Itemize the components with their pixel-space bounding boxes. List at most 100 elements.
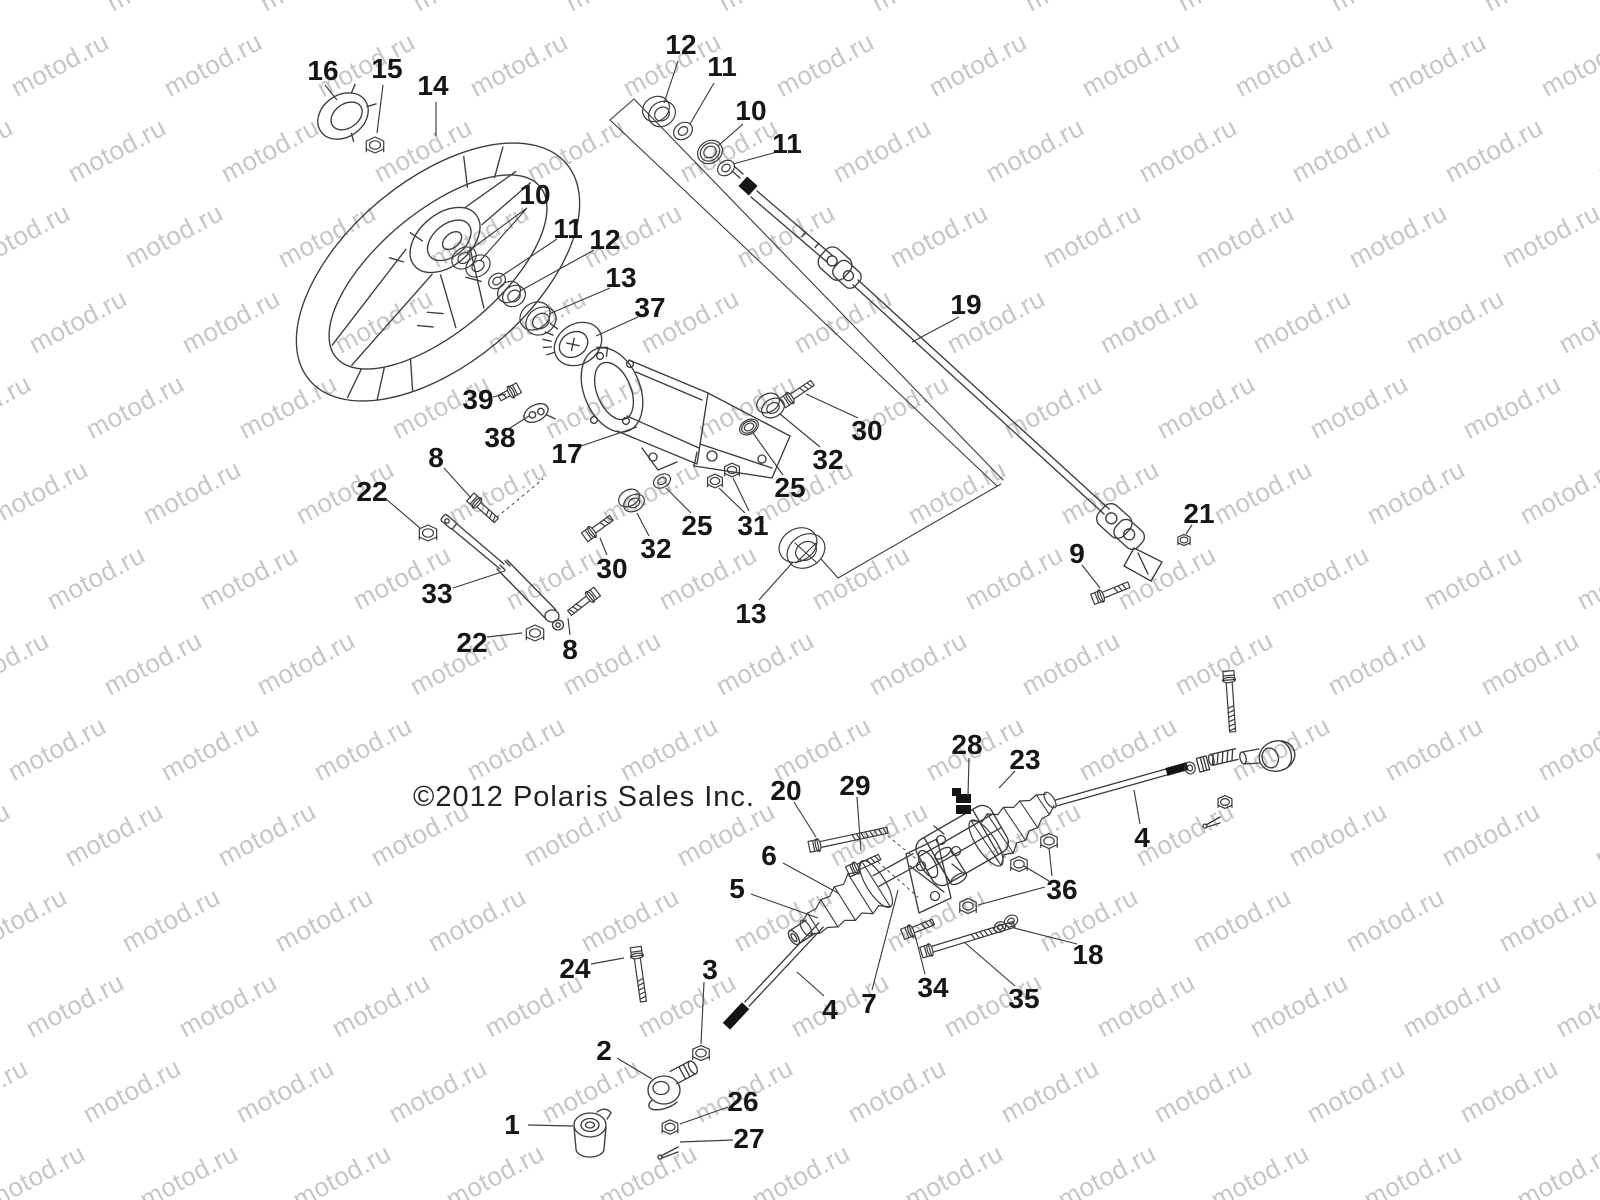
watermark-text: motod.ru bbox=[117, 881, 225, 958]
watermark-text: motod.ru bbox=[255, 0, 363, 17]
watermark-text: motod.ru bbox=[195, 539, 303, 616]
rack-boot bbox=[799, 859, 894, 937]
hex-nut bbox=[1177, 533, 1191, 547]
bolt bbox=[778, 379, 815, 409]
callout-28: 28 bbox=[951, 729, 982, 760]
watermark-text: motod.ru bbox=[1419, 539, 1527, 616]
washer bbox=[488, 272, 506, 290]
watermark-text: motod.ru bbox=[1305, 368, 1413, 445]
hex-nut bbox=[1217, 794, 1233, 810]
watermark-text: motod.ru bbox=[1209, 454, 1317, 531]
leader-line bbox=[779, 413, 821, 448]
watermark-text: motod.ru bbox=[135, 1138, 243, 1200]
watermark-text: motod.ru bbox=[1476, 625, 1584, 702]
watermark-text: motod.ru bbox=[120, 197, 228, 274]
watermark-text: motod.ru bbox=[1515, 454, 1600, 531]
washer bbox=[451, 246, 477, 270]
watermark-text: motod.ru bbox=[288, 1138, 396, 1200]
column-bracket bbox=[580, 347, 791, 479]
watermark-text: motod.ru bbox=[99, 625, 207, 702]
leader-line bbox=[527, 1124, 574, 1127]
leader-line bbox=[1013, 927, 1078, 945]
leader-line bbox=[452, 570, 506, 589]
watermark-text: motod.ru bbox=[1572, 539, 1600, 616]
bolt bbox=[1089, 581, 1131, 606]
callout-21: 21 bbox=[1183, 498, 1214, 529]
leader-line bbox=[590, 957, 625, 965]
watermark-text: motod.ru bbox=[729, 881, 837, 958]
watermark-text: motod.ru bbox=[1191, 197, 1299, 274]
callout-1: 1 bbox=[504, 1109, 520, 1140]
watermark-text: motod.ru bbox=[0, 0, 57, 17]
watermark-text: motod.ru bbox=[843, 1052, 951, 1129]
watermark-text: motod.ru bbox=[1551, 967, 1600, 1044]
leader-line bbox=[718, 487, 746, 514]
callout-27: 27 bbox=[733, 1123, 764, 1154]
hex-nut bbox=[525, 624, 545, 642]
watermark-text: motod.ru bbox=[1440, 112, 1548, 189]
watermark-text: motod.ru bbox=[483, 283, 591, 360]
leader-line bbox=[1023, 865, 1050, 882]
hex-nut bbox=[1010, 855, 1028, 873]
callout-26: 26 bbox=[727, 1086, 758, 1117]
copyright-text: ©2012 Polaris Sales Inc. bbox=[413, 781, 755, 813]
watermark-text: motod.ru bbox=[867, 0, 975, 17]
watermark-text: motod.ru bbox=[231, 1052, 339, 1129]
callout-19: 19 bbox=[950, 289, 981, 320]
leader-line bbox=[466, 207, 528, 253]
watermark-text: motod.ru bbox=[1149, 1052, 1257, 1129]
watermark-text: motod.ru bbox=[1053, 1138, 1161, 1200]
watermark-text: motod.ru bbox=[1170, 625, 1278, 702]
callout-8: 8 bbox=[562, 634, 578, 665]
hex-nut bbox=[706, 473, 724, 489]
bushing-ring bbox=[497, 280, 526, 308]
callout-3: 3 bbox=[702, 954, 718, 985]
callout-10: 10 bbox=[735, 95, 766, 126]
callout-18: 18 bbox=[1072, 939, 1103, 970]
leader-line bbox=[911, 316, 960, 343]
watermark-text: motod.ru bbox=[960, 539, 1068, 616]
callout-30: 30 bbox=[851, 415, 882, 446]
callout-17: 17 bbox=[551, 438, 582, 469]
bolt bbox=[1221, 670, 1237, 733]
watermark-text: motod.ru bbox=[309, 710, 417, 787]
watermark-text: motod.ru bbox=[771, 26, 879, 103]
tie-rod-end bbox=[647, 1060, 699, 1111]
watermark-text: motod.ru bbox=[981, 112, 1089, 189]
watermark-text: motod.ru bbox=[273, 197, 381, 274]
steering-rack bbox=[573, 740, 1296, 1160]
leader-line bbox=[793, 801, 817, 838]
alignment-lines bbox=[609, 98, 1004, 579]
washer bbox=[673, 121, 693, 141]
callout-11: 11 bbox=[553, 213, 583, 244]
leader-line bbox=[998, 770, 1016, 789]
watermark-text: motod.ru bbox=[1077, 26, 1185, 103]
watermark-text: motod.ru bbox=[1380, 710, 1488, 787]
leader-line bbox=[665, 487, 692, 514]
watermark-text: motod.ru bbox=[213, 796, 321, 873]
diagram-art bbox=[295, 83, 1296, 1160]
callout-32: 32 bbox=[812, 444, 843, 475]
callout-24: 24 bbox=[559, 953, 591, 984]
watermark-text: motod.ru bbox=[711, 625, 819, 702]
callout-20: 20 bbox=[770, 775, 801, 806]
bolt bbox=[807, 826, 889, 853]
watermark-text: motod.ru bbox=[1056, 454, 1164, 531]
watermark-text: motod.ru bbox=[1344, 197, 1452, 274]
watermark-text: motod.ru bbox=[1323, 625, 1431, 702]
leader-line bbox=[616, 1057, 653, 1080]
leader-line bbox=[732, 151, 778, 165]
watermark-text: motod.ru bbox=[1230, 26, 1338, 103]
watermark-text: motod.ru bbox=[1266, 539, 1374, 616]
callout-31: 31 bbox=[737, 510, 768, 541]
leader-line bbox=[700, 981, 705, 1045]
watermark-text: motod.ru bbox=[1458, 368, 1566, 445]
watermark-text: motod.ru bbox=[138, 454, 246, 531]
leader-line bbox=[963, 941, 1016, 987]
watermark-text: motod.ru bbox=[0, 625, 54, 702]
hex-nut bbox=[418, 524, 438, 542]
watermark-text: motod.ru bbox=[1593, 112, 1600, 189]
watermark-text: motod.ru bbox=[327, 967, 435, 1044]
watermark-text: motod.ru bbox=[60, 796, 168, 873]
bolt bbox=[919, 920, 1016, 959]
